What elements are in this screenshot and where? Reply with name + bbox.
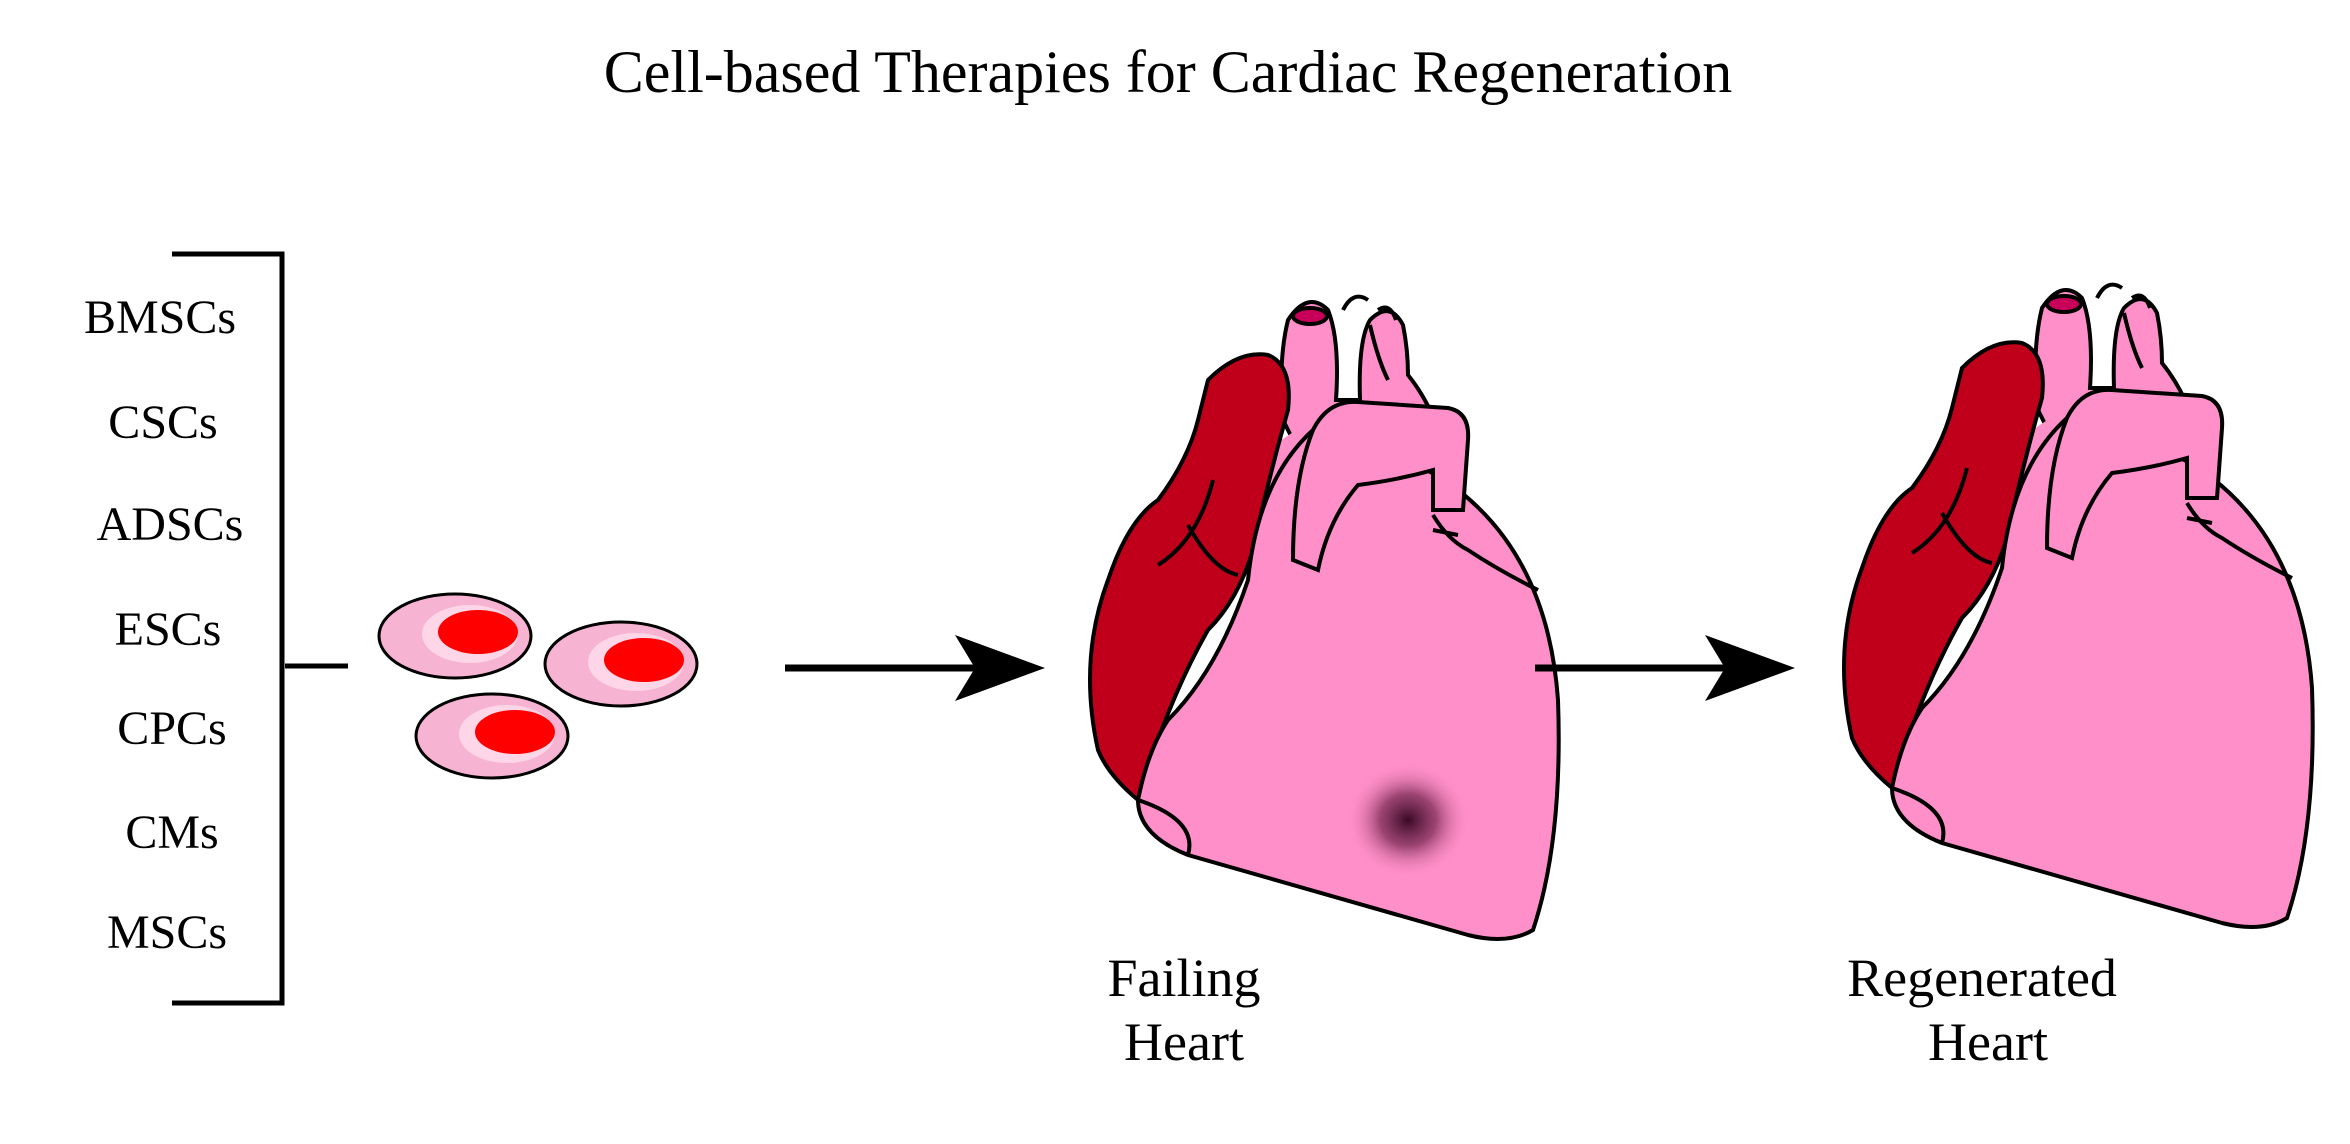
- diagram-title: Cell-based Therapies for Cardiac Regener…: [604, 39, 1732, 105]
- infarct-damage-spot: [1346, 762, 1470, 878]
- stem-cell: [414, 692, 570, 780]
- cell-types-bracket: [172, 251, 348, 1006]
- regenerated-heart-label-line1: Regenerated: [1847, 948, 2117, 1008]
- failing-heart-label-line2: Heart: [1124, 1012, 1244, 1072]
- arrow-to-regenerated-heart: [1535, 635, 1795, 701]
- cell-type-label: ADSCs: [97, 498, 244, 551]
- cell-type-label: CPCs: [117, 702, 226, 755]
- cell-type-label: BMSCs: [84, 291, 236, 344]
- failing-heart-label-line1: Failing: [1107, 948, 1260, 1008]
- cell-type-label: ESCs: [115, 603, 222, 656]
- arrow-to-failing-heart: [785, 635, 1045, 701]
- cell-type-label: CMs: [125, 806, 218, 859]
- cell-type-label: CSCs: [108, 396, 217, 449]
- regenerated-heart-label-line2: Heart: [1928, 1012, 2048, 1072]
- regenerated-heart: [1842, 282, 2315, 930]
- stem-cell: [543, 620, 699, 708]
- cell-type-label: MSCs: [107, 906, 227, 959]
- stem-cell: [377, 592, 533, 680]
- stem-cells-group: [377, 592, 699, 780]
- failing-heart: [1088, 294, 1561, 942]
